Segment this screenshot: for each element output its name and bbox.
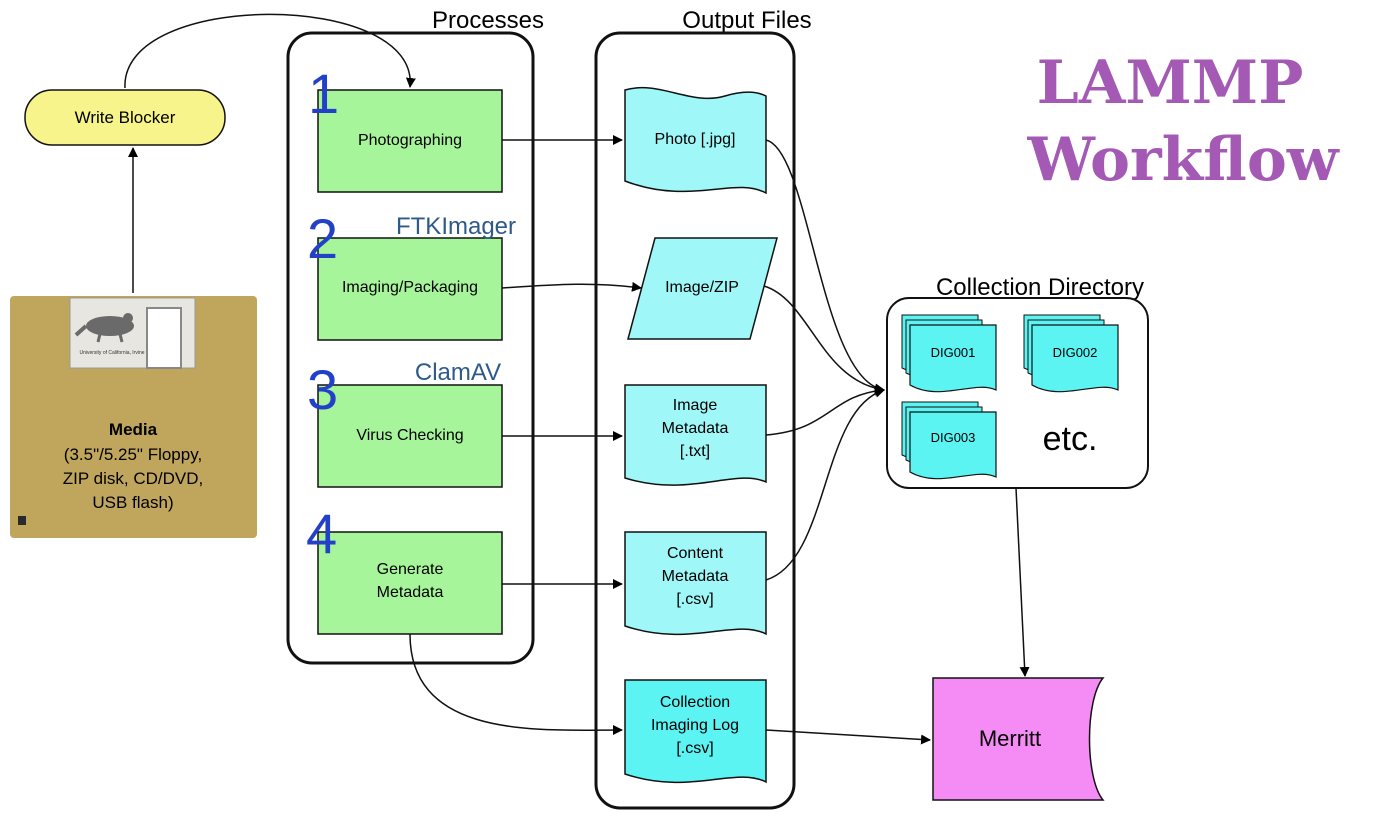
arrow-image-metadata-to-collection xyxy=(765,385,885,436)
output-photo-label: Photo [.jpg] xyxy=(655,131,736,148)
process-virus-checking: Virus Checking 3 ClamAV xyxy=(307,358,503,488)
output-content-metadata-line-1: Content xyxy=(667,545,724,562)
process-photographing: Photographing 1 xyxy=(308,62,503,193)
media-line-1: (3.5"/5.25" Floppy, xyxy=(64,445,202,464)
merritt-node xyxy=(932,677,1105,801)
collection-directory-header: Collection Directory xyxy=(936,274,1144,301)
processes-container xyxy=(286,31,535,665)
title-line-2: Workflow xyxy=(1027,125,1340,195)
output-imaging-log-line-1: Collection xyxy=(660,694,730,711)
output-imaging-log-line-3: [.csv] xyxy=(676,740,713,757)
process-label-virus-checking: Virus Checking xyxy=(356,427,463,444)
collection-etc-label: etc. xyxy=(1043,420,1098,458)
arrow-imaging-log-to-merritt xyxy=(765,729,931,745)
output-imaging-log-shape xyxy=(624,679,767,784)
process-number-1: 1 xyxy=(308,62,339,125)
collection-item-dig001: DIG001 xyxy=(901,314,997,393)
media-floppy-disk: University of California, Irvine Media (… xyxy=(10,296,257,538)
output-content-metadata-line-3: [.csv] xyxy=(676,591,713,608)
output-image-metadata-shape xyxy=(624,384,767,486)
arrow-imaging-to-image-zip xyxy=(501,281,642,292)
process-box-photographing xyxy=(317,89,503,193)
collection-item-label-dig003: DIG003 xyxy=(931,430,976,445)
process-label-photographing: Photographing xyxy=(358,132,462,149)
process-imaging-packaging: Imaging/Packaging 2 FTKImager xyxy=(307,207,516,341)
output-image-metadata-line-2: Metadata xyxy=(662,420,729,437)
floppy-small-label: University of California, Irvine xyxy=(79,350,144,356)
output-image-metadata-line-3: [.txt] xyxy=(680,443,710,460)
floppy-notch xyxy=(18,516,26,525)
output-content-metadata-shape xyxy=(624,531,767,636)
output-image-zip-shape xyxy=(627,237,778,340)
media-line-2: ZIP disk, CD/DVD, xyxy=(63,469,203,488)
process-label-generate: Generate xyxy=(377,561,444,578)
collection-item-label-dig002: DIG002 xyxy=(1053,345,1098,360)
output-photo-shape xyxy=(624,86,767,195)
output-files-header: Output Files xyxy=(682,7,811,34)
arrow-content-metadata-to-collection xyxy=(765,387,885,581)
processes-header: Processes xyxy=(432,7,544,34)
arrow-photo-to-collection xyxy=(765,139,885,394)
process-number-4: 4 xyxy=(306,502,337,565)
process-label-imaging-packaging: Imaging/Packaging xyxy=(342,279,478,296)
collection-item-dig003: DIG003 xyxy=(901,401,997,480)
process-number-2: 2 xyxy=(307,207,338,270)
write-blocker-label: Write Blocker xyxy=(75,108,176,127)
output-files-container xyxy=(594,31,796,810)
arrow-write-blocker-to-photographing xyxy=(124,13,416,89)
merritt-label: Merritt xyxy=(979,726,1041,751)
process-number-3: 3 xyxy=(307,358,338,421)
output-image-metadata-line-1: Image xyxy=(673,397,718,414)
media-line-3: USB flash) xyxy=(92,493,173,512)
process-box-virus-checking xyxy=(317,384,503,488)
tool-label-ftkimager: FTKImager xyxy=(396,213,516,240)
process-generate-metadata: Generate Metadata 4 xyxy=(306,502,503,635)
floppy-shutter-window xyxy=(146,307,182,369)
collection-directory-container xyxy=(886,297,1149,489)
output-content-metadata-line-2: Metadata xyxy=(662,568,729,585)
process-label-metadata: Metadata xyxy=(377,584,444,601)
arrow-image-zip-to-collection xyxy=(763,285,885,394)
arrow-collection-to-merritt xyxy=(1015,487,1030,677)
tool-label-clamav: ClamAV xyxy=(415,359,501,386)
title-line-1: LAMMP xyxy=(1037,48,1304,118)
output-image-zip-label: Image/ZIP xyxy=(665,279,739,296)
arrow-generate-metadata-to-imaging-log xyxy=(409,633,623,736)
anteater-logo xyxy=(74,313,134,343)
process-box-generate-metadata xyxy=(317,531,503,635)
collection-item-label-dig001: DIG001 xyxy=(931,345,976,360)
media-title: Media xyxy=(109,420,158,439)
process-box-imaging-packaging xyxy=(317,237,503,341)
write-blocker-node xyxy=(24,89,226,146)
collection-item-dig002: DIG002 xyxy=(1023,314,1119,393)
output-imaging-log-line-2: Imaging Log xyxy=(651,717,739,734)
